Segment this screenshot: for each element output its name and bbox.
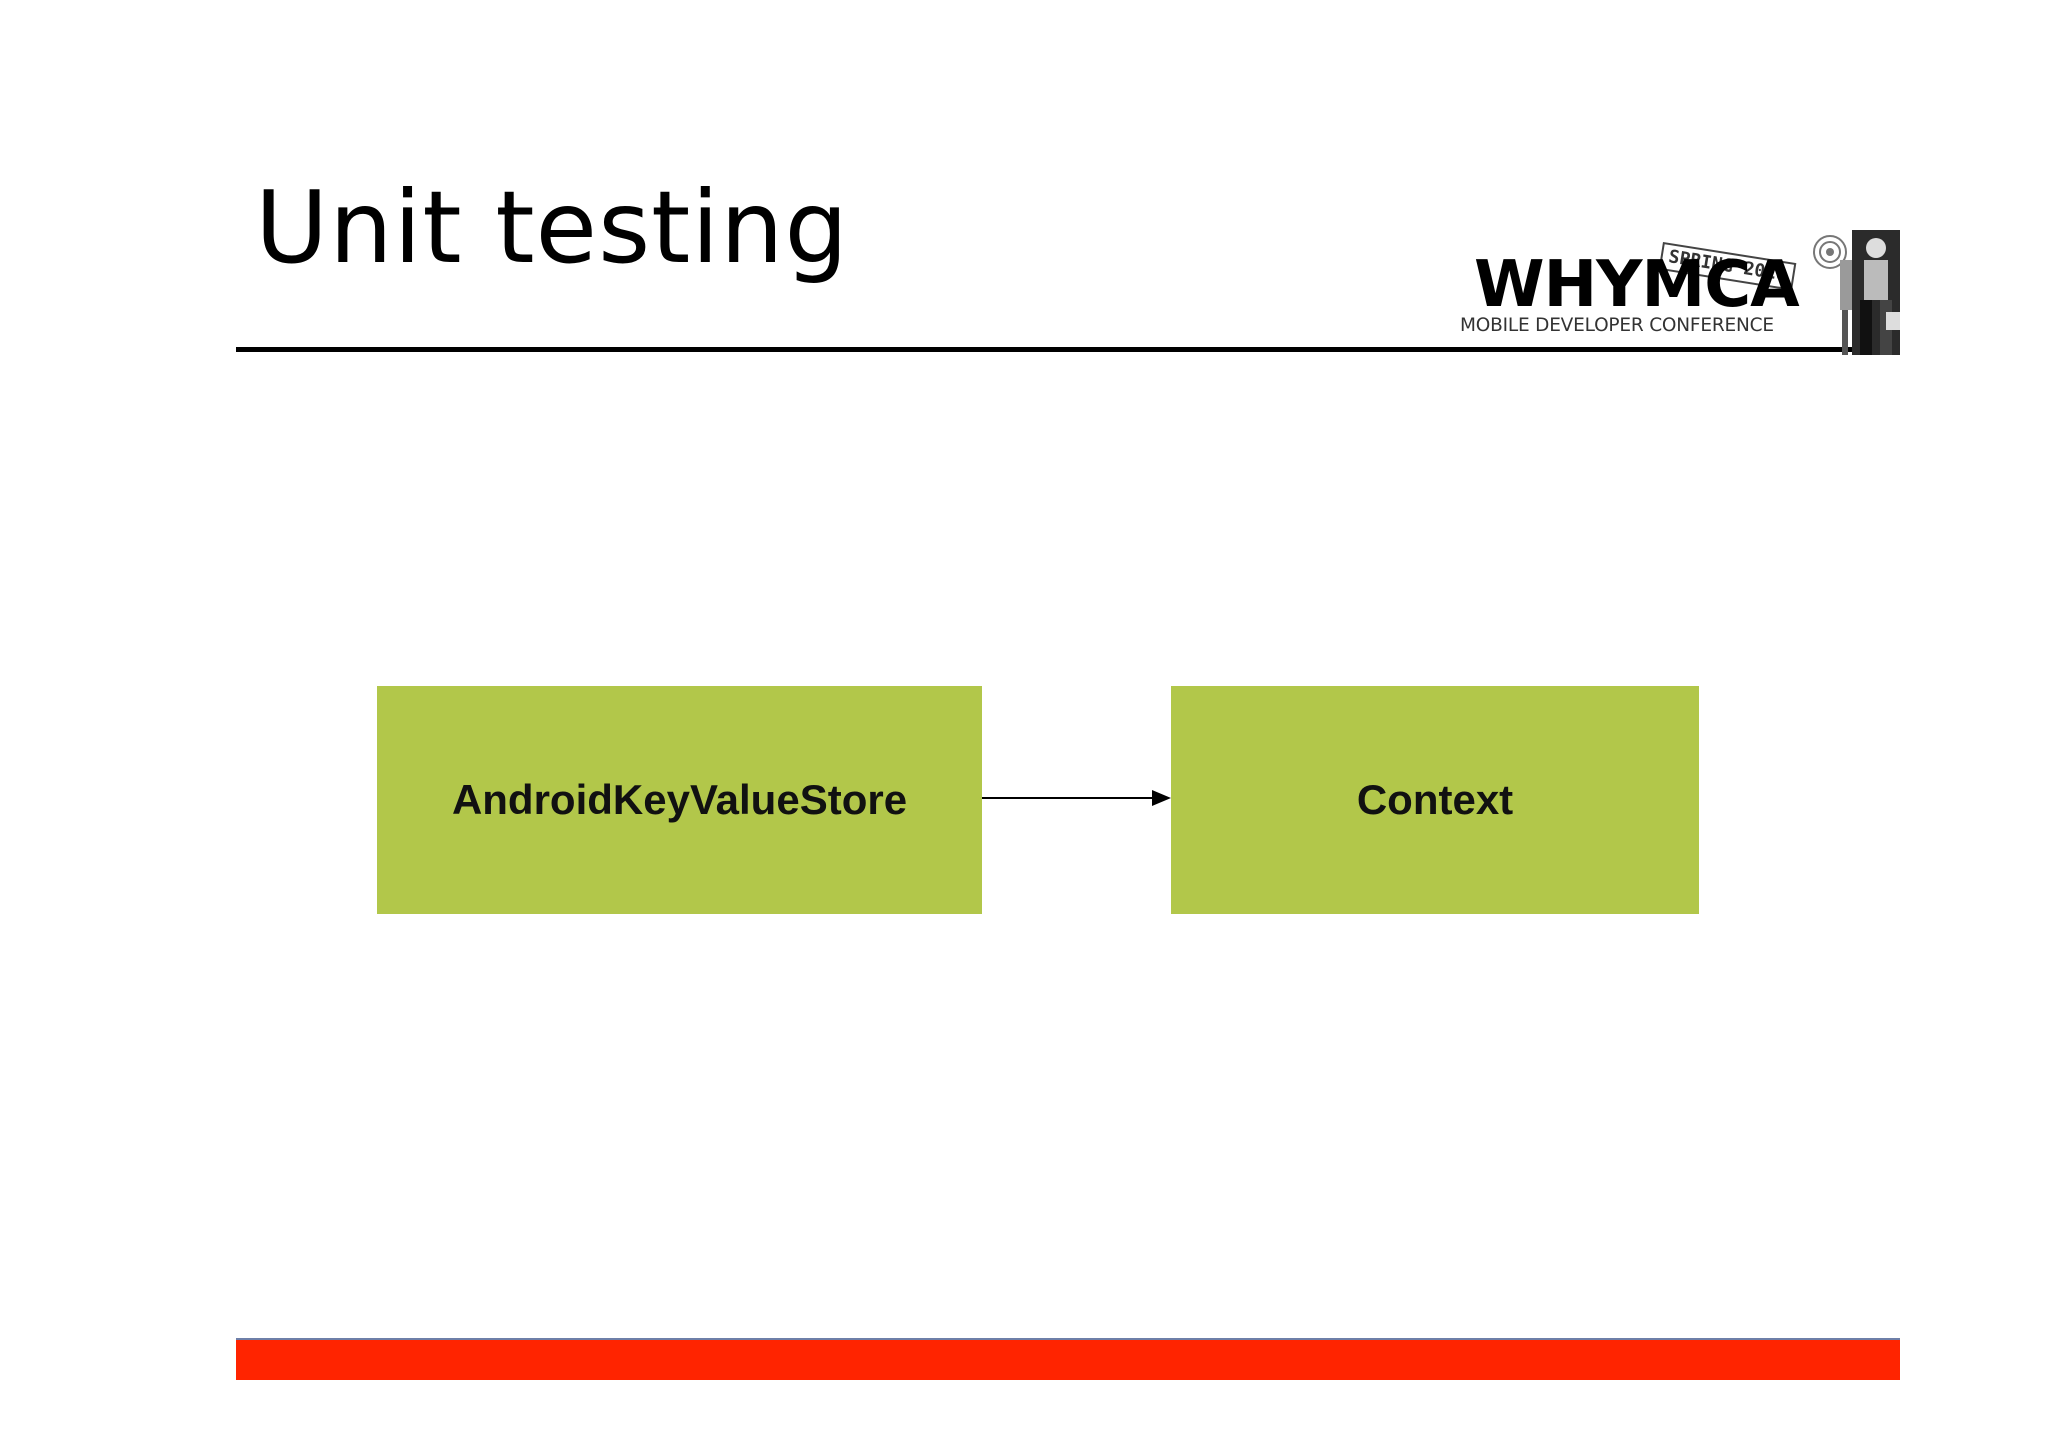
footer-bar [236, 1338, 1900, 1380]
node-context: Context [1171, 686, 1699, 914]
node-label: Context [1356, 776, 1514, 823]
logo-figures-icon [1800, 230, 1900, 355]
dependency-arrow [982, 790, 1171, 806]
title-divider [236, 347, 1900, 352]
slide-title: Unit testing [255, 169, 850, 286]
logo-wordmark: WHYMCA [1474, 248, 1800, 322]
node-android-key-value-store: AndroidKeyValueStore [377, 686, 982, 914]
node-label: AndroidKeyValueStore [451, 776, 908, 823]
conference-logo: SPRING 2010 WHYMCA MOBILE DEVELOPER CONF… [1455, 230, 1900, 355]
logo-subtitle: MOBILE DEVELOPER CONFERENCE [1460, 315, 1774, 336]
